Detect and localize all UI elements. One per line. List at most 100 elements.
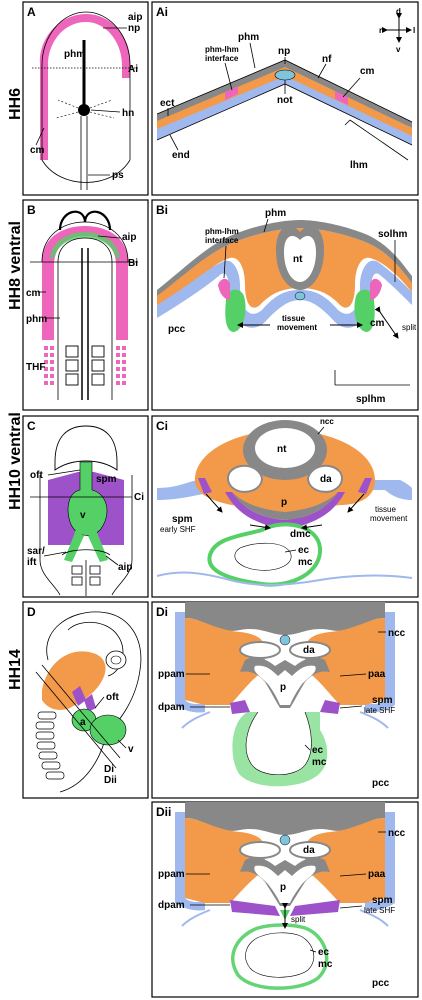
label-thf: THF xyxy=(26,362,45,373)
label-interface-bi-2: interface xyxy=(205,236,239,245)
da-right xyxy=(306,464,343,493)
pericardium-di xyxy=(181,711,389,729)
label-cm-ai: cm xyxy=(360,66,375,77)
label-a-d: a xyxy=(80,717,86,728)
label-ect: ect xyxy=(160,98,175,109)
panel-Dii-drawing: ncc da ppam p paa dpam spm late SHF spli… xyxy=(158,802,406,990)
label-ec-di: ec xyxy=(312,745,324,756)
movement-arrow-ci-1 xyxy=(205,493,223,513)
label-np-ai: np xyxy=(278,46,290,57)
pericardium-dii xyxy=(181,909,389,927)
cardiac-pink-left xyxy=(218,278,230,300)
label-dii-ref: Dii xyxy=(104,775,117,786)
label-ci-ref: Ci xyxy=(134,492,144,503)
embryo-body-b xyxy=(57,237,113,400)
label-pcc-bi: pcc xyxy=(168,324,186,335)
svg-text:r: r xyxy=(379,26,382,35)
panel-C-letter: C xyxy=(27,419,36,433)
label-di-ref: Di xyxy=(104,764,114,775)
label-ps: ps xyxy=(112,170,124,181)
label-split-dii: split xyxy=(291,915,306,924)
panel-A-frame xyxy=(22,1,149,196)
label-phm-b: phm xyxy=(26,314,47,325)
cardiac-crescent-green xyxy=(50,232,120,258)
panel-D-frame xyxy=(22,601,149,799)
label-phm: phm xyxy=(64,49,85,60)
da-dii-left xyxy=(239,841,281,859)
panel-B-drawing: aip Bi cm phm THF xyxy=(26,210,138,400)
label-paa-dii: paa xyxy=(368,869,386,880)
notochord-bi xyxy=(294,291,306,301)
label-mc-di: mc xyxy=(312,757,327,768)
label-dmc: dmc xyxy=(290,529,311,540)
da-di xyxy=(289,641,331,659)
stage-label-hh10: HH10 ventral xyxy=(7,412,24,510)
movement-arrow-ci-3 xyxy=(249,524,271,531)
mesoderm-layer xyxy=(157,66,412,136)
stage-label-hh8: HH8 ventral xyxy=(7,221,24,310)
label-aip: aip xyxy=(128,12,142,23)
svg-text:l: l xyxy=(413,26,415,35)
area-outline-bottom xyxy=(41,159,131,183)
label-mc-ci: mc xyxy=(298,557,313,568)
label-ncc-ci: ncc xyxy=(320,417,334,426)
label-pcc-dii: pcc xyxy=(372,978,390,989)
da-left xyxy=(227,464,264,493)
label-interface-ai-1: phm-lhm xyxy=(205,45,239,54)
label-da-dii: da xyxy=(303,845,315,856)
panel-A-drawing: aip np phm Ai cm hn ps xyxy=(30,11,142,190)
panel-Di-letter: Di xyxy=(156,605,168,619)
label-early-shf: early SHF xyxy=(160,525,196,534)
endoderm-pharynx xyxy=(232,492,338,520)
label-ift: ift xyxy=(27,557,37,568)
label-nf: nf xyxy=(322,54,332,65)
aip-curve xyxy=(61,549,111,556)
label-phm-bi: phm xyxy=(265,208,286,219)
label-nt-bi: nt xyxy=(293,254,303,265)
label-interface-ai-2: interface xyxy=(205,54,239,63)
somites-b xyxy=(65,345,105,386)
panel-Ci-frame xyxy=(151,415,419,598)
label-ec-dii: ec xyxy=(318,947,330,958)
embryo-outline xyxy=(41,11,131,160)
eye-inner-d xyxy=(110,655,122,665)
dpam-right-dii xyxy=(290,900,340,916)
label-split-bi: split xyxy=(402,323,417,332)
endocardium-dii xyxy=(245,932,315,978)
heart-tube xyxy=(67,461,108,536)
label-pcc-di: pcc xyxy=(372,778,390,789)
somites-c xyxy=(71,565,101,586)
label-splhm: splhm xyxy=(356,394,386,405)
ppam-right xyxy=(305,618,385,705)
spm-right-ci xyxy=(358,478,372,494)
panel-D-letter: D xyxy=(27,605,36,619)
label-late-shf-dii: late SHF xyxy=(364,906,395,915)
cardiac-mesoderm-right xyxy=(335,91,348,105)
dpam-left-dii xyxy=(230,900,280,916)
panel-Ai-frame xyxy=(151,1,419,196)
movement-arrow-ci-2 xyxy=(347,493,365,513)
heart-di xyxy=(232,712,328,787)
embryo-outer-b xyxy=(41,221,129,263)
label-ec-ci: ec xyxy=(298,545,310,556)
embryo-head-c xyxy=(54,425,118,471)
label-p-di: p xyxy=(280,682,286,693)
label-spm-dii: spm xyxy=(372,895,393,906)
ectoderm-layer xyxy=(157,60,412,128)
cardiac-green-left xyxy=(225,289,246,332)
ppam-right-dii xyxy=(305,818,385,903)
label-p-ci: p xyxy=(281,497,287,508)
cardiac-green-right xyxy=(354,289,375,332)
svg-text:d: d xyxy=(396,7,401,16)
endocardium-ci xyxy=(234,542,292,571)
movement-arrow-ci-4 xyxy=(301,524,323,531)
label-lhm: lhm xyxy=(350,160,368,171)
pharynx-lumen-dii xyxy=(254,865,316,903)
eye-d xyxy=(105,650,127,670)
notochord xyxy=(274,69,296,81)
label-end: end xyxy=(172,150,190,161)
label-nt-ci: nt xyxy=(277,444,287,455)
label-v-c: v xyxy=(80,510,86,521)
dpam-right xyxy=(320,700,340,714)
